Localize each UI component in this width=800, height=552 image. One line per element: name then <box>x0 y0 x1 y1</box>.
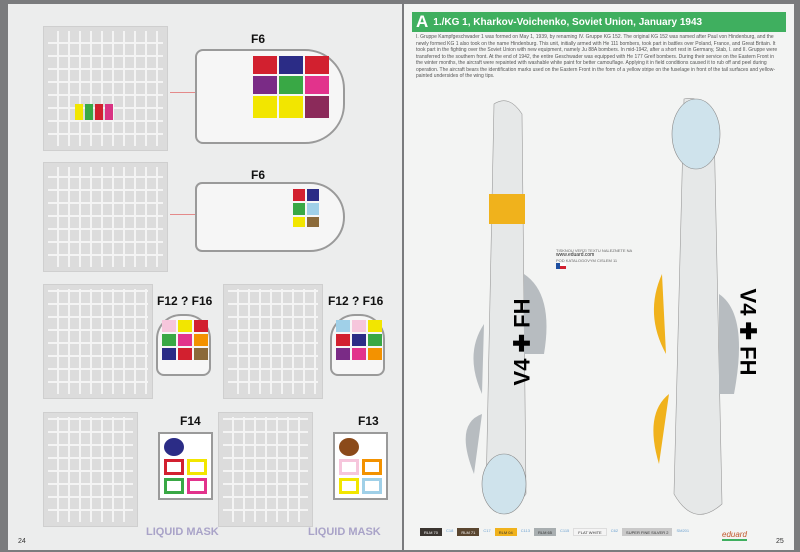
mask-sheet <box>218 412 313 527</box>
left-page: F6 F6 F12 ? F16 F12 ? F16 F14 F13 <box>8 4 402 550</box>
canopy-diagram <box>156 314 211 376</box>
canopy-mask-colors <box>293 189 319 227</box>
mask-sheet <box>43 26 168 151</box>
aircraft-side-view-left <box>465 100 547 515</box>
mask-sheet <box>223 284 323 399</box>
legend-ref: C17 <box>483 528 491 533</box>
canopy-mask-colors <box>253 56 329 118</box>
legend-rlm65: RLM 65 <box>534 528 557 536</box>
legend-ref: C62 <box>610 528 619 533</box>
label-f14: F14 <box>180 414 201 428</box>
mask-sheet <box>43 162 168 272</box>
fuselage-code: V4 ✚ FH <box>509 298 535 386</box>
legend-flat-white: FLAT WHITE <box>573 528 607 536</box>
label-f12-f16: F12 ? F16 <box>328 294 384 308</box>
legend-rlm04: RLM 04 <box>494 528 517 536</box>
page-number: 24 <box>18 538 26 545</box>
leader-line <box>170 92 200 93</box>
aircraft-profiles <box>465 97 739 515</box>
mask-sheet <box>43 412 138 527</box>
canopy-diagram <box>195 182 345 252</box>
section-title: 1./KG 1, Kharkov-Voichenko, Soviet Union… <box>433 16 703 28</box>
section-header: A 1./KG 1, Kharkov-Voichenko, Soviet Uni… <box>412 12 786 32</box>
leader-line <box>170 214 200 215</box>
mask-colored-parts <box>75 104 113 120</box>
liquid-mask-label: LIQUID MASK <box>146 526 219 538</box>
eduard-logo: eduard <box>722 530 747 541</box>
legend-rlm71: RLM 71 <box>457 528 480 536</box>
liquid-mask-label: LIQUID MASK <box>308 526 381 538</box>
description-text: I. Gruppe Kampfgeschwader 1 was formed o… <box>416 34 778 79</box>
legend-ref: C115 <box>560 528 570 533</box>
legend-ref: SM201 <box>676 528 690 533</box>
page-number: 25 <box>776 538 784 545</box>
section-letter: A <box>416 12 429 31</box>
print-note: TISKNOU VERZI TEXTU NALEZNETE NA www.edu… <box>556 248 632 269</box>
canopy-mask-colors <box>158 432 213 500</box>
canopy-diagram <box>330 314 385 376</box>
right-page: A 1./KG 1, Kharkov-Voichenko, Soviet Uni… <box>404 4 794 550</box>
legend-rlm70: RLM 70 <box>420 528 443 536</box>
label-f13: F13 <box>358 414 379 428</box>
label-f6: F6 <box>251 32 266 46</box>
fuselage-code: V4 ✚ FH <box>735 288 761 376</box>
label-f12-f16: F12 ? F16 <box>157 294 213 308</box>
czech-flag-icon <box>556 263 566 269</box>
aircraft-side-view-right <box>653 97 739 515</box>
legend-super-fine-silver: SUPER FINE SILVER 2 <box>622 528 673 536</box>
mask-sheet <box>43 284 153 399</box>
label-f6: F6 <box>251 168 266 182</box>
legend-ref: C113 <box>520 528 530 533</box>
legend-ref: C18 <box>446 528 454 533</box>
canopy-mask-colors <box>333 432 388 500</box>
